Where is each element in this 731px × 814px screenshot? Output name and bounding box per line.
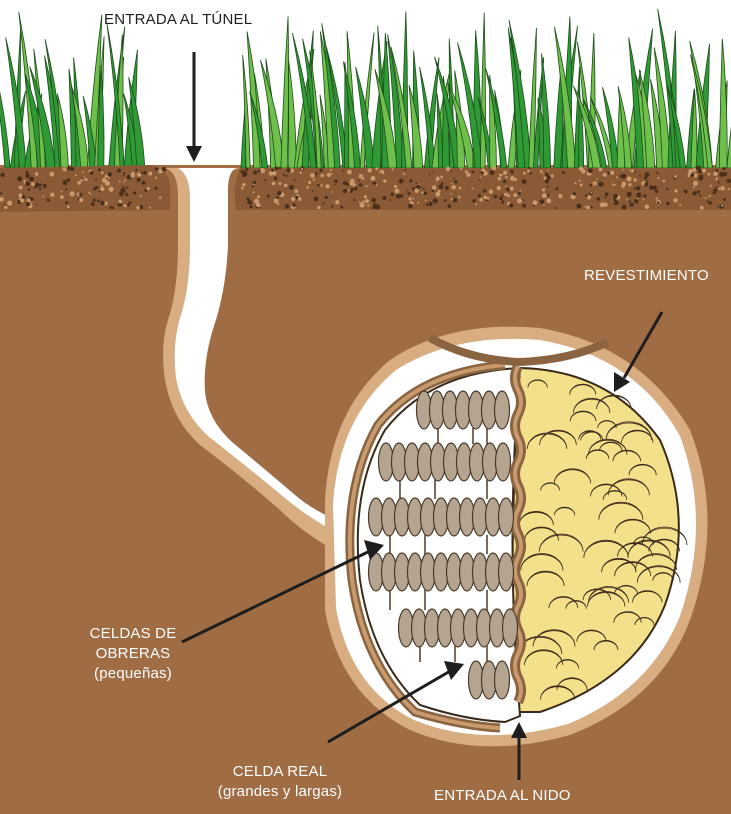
label-worker-cells: CELDAS DE OBRERAS (pequeñas) — [70, 624, 196, 684]
label-royal-cell-line1: CELDA REAL — [190, 762, 370, 782]
grass — [0, 9, 731, 168]
label-tunnel-entrance: ENTRADA AL TÚNEL — [104, 10, 252, 30]
label-royal-cell: CELDA REAL (grandes y largas) — [190, 762, 370, 802]
label-lining: REVESTIMIENTO — [584, 266, 709, 286]
arrow-tunnel-entrance — [186, 52, 202, 162]
topsoil-crumbs — [0, 165, 731, 212]
label-worker-cells-line1: CELDAS DE — [70, 624, 196, 644]
label-nest-entrance: ENTRADA AL NIDO — [434, 786, 571, 806]
label-worker-cells-line2: OBRERAS — [70, 644, 196, 664]
label-worker-cells-line3: (pequeñas) — [70, 664, 196, 684]
label-royal-cell-line2: (grandes y largas) — [190, 782, 370, 802]
